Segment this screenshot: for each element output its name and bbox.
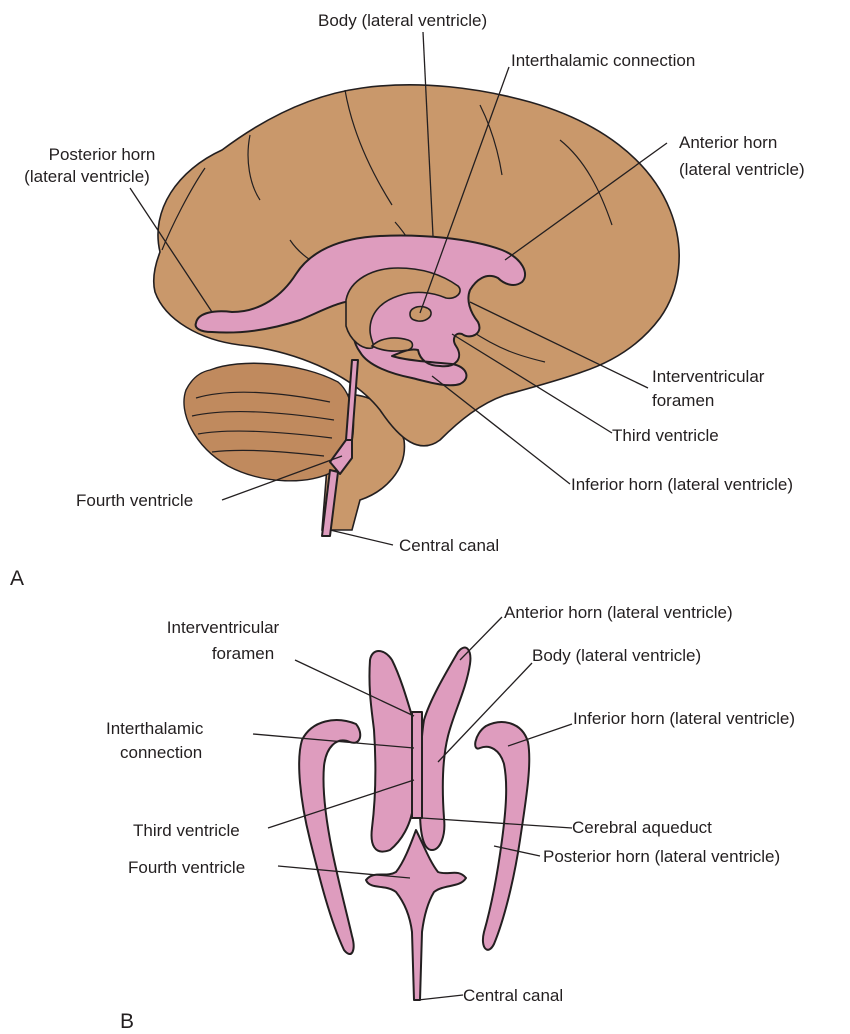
- left-inferior-posterior-horn: [299, 720, 360, 954]
- panel-a-drawing: [154, 85, 679, 536]
- label-a-interventricular-2: foramen: [652, 391, 714, 410]
- label-a-anterior-2: (lateral ventricle): [679, 160, 805, 179]
- label-b-interthalamic-2: connection: [120, 743, 202, 762]
- label-b-central: Central canal: [463, 986, 563, 1005]
- label-a-posterior-2: (lateral ventricle): [24, 167, 150, 186]
- label-b-anterior: Anterior horn (lateral ventricle): [504, 603, 733, 622]
- interthalamic-adhesion: [410, 307, 431, 322]
- label-b-interventricular-1: Interventricular: [167, 618, 280, 637]
- third-ventricle-shape: [412, 712, 422, 818]
- label-b-third: Third ventricle: [133, 821, 240, 840]
- label-a-interthalamic: Interthalamic connection: [511, 51, 695, 70]
- panel-a-letter: A: [10, 567, 24, 590]
- label-b-posterior: Posterior horn (lateral ventricle): [543, 847, 780, 866]
- label-a-inferior: Inferior horn (lateral ventricle): [571, 475, 793, 494]
- label-b-body: Body (lateral ventricle): [532, 646, 701, 665]
- label-a-interventricular-1: Interventricular: [652, 367, 765, 386]
- label-a-posterior-1: Posterior horn: [49, 145, 156, 164]
- panel-b-drawing: [299, 648, 529, 1000]
- label-b-inferior: Inferior horn (lateral ventricle): [573, 709, 795, 728]
- panel-b-letter: B: [120, 1010, 134, 1033]
- label-b-interventricular-2: foramen: [212, 644, 274, 663]
- label-b-fourth: Fourth ventricle: [128, 858, 245, 877]
- label-b-aqueduct: Cerebral aqueduct: [572, 818, 712, 837]
- fourth-ventricle-b: [366, 830, 466, 1000]
- left-lateral-ventricle: [369, 651, 415, 852]
- label-a-fourth: Fourth ventricle: [76, 491, 193, 510]
- label-a-body: Body (lateral ventricle): [318, 11, 487, 30]
- label-b-interthalamic-1: Interthalamic: [106, 719, 204, 738]
- cerebellum: [184, 363, 354, 481]
- label-a-anterior-1: Anterior horn: [679, 133, 777, 152]
- right-inferior-posterior-horn: [475, 722, 529, 950]
- label-a-third: Third ventricle: [612, 426, 719, 445]
- label-a-central: Central canal: [399, 536, 499, 555]
